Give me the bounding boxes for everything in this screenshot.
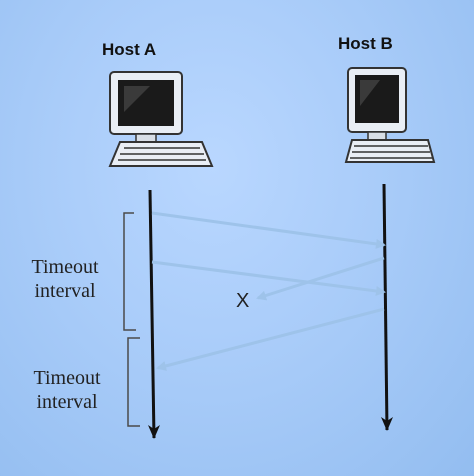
- timeout-label-2-line2: interval: [36, 391, 98, 413]
- timeout-label-1-line2: interval: [34, 280, 96, 302]
- timeout-bracket-1: [123, 212, 136, 331]
- host-b-computer-icon: [344, 67, 436, 163]
- timeout-interval-label-1: Timeout interval: [10, 255, 120, 303]
- timeout-label-2-line1: Timeout: [33, 367, 101, 389]
- host-b-label: Host B: [338, 34, 393, 53]
- message-arrow-2: [151, 260, 386, 296]
- message-arrow-3-lost: [256, 256, 385, 301]
- host-a-timeline: [148, 189, 160, 439]
- timeout-interval-label-2: Timeout interval: [12, 366, 122, 414]
- packet-loss-mark: X: [236, 290, 250, 312]
- host-a-label: Host A: [102, 40, 157, 59]
- timeout-bracket-2: [127, 337, 140, 427]
- host-a-computer-icon: [108, 71, 214, 167]
- host-b-timeline: [381, 183, 393, 431]
- message-arrow-1: [151, 211, 386, 249]
- timeout-label-1-line1: Timeout: [31, 256, 99, 278]
- message-arrow-4: [156, 307, 385, 371]
